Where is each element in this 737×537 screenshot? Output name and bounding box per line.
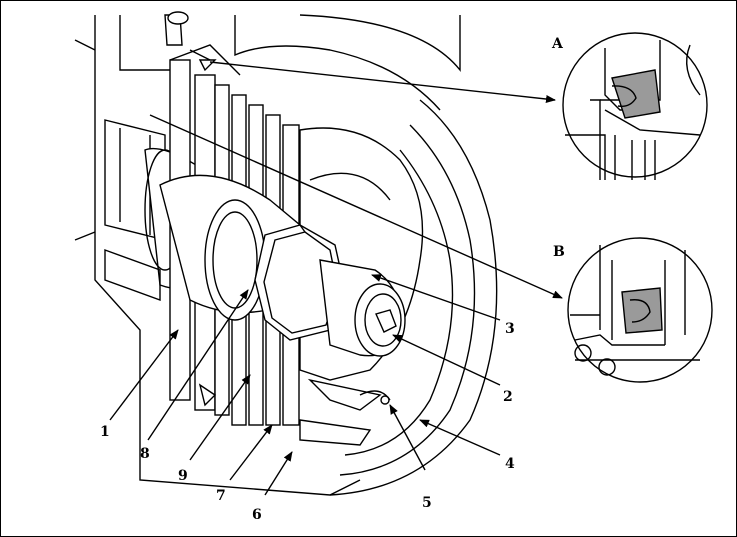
callout-6: 6 [252,507,262,523]
detail-b [567,237,713,383]
detail-label-b: B [553,244,565,260]
arrow-to-b [149,114,563,299]
callout-3: 3 [505,321,515,337]
housing [74,14,498,496]
leader-9 [189,374,251,461]
leader-7 [229,424,273,481]
leader-6 [264,451,293,496]
detail-arrows [149,61,563,299]
leader-1 [109,329,179,421]
leader-4 [419,419,501,456]
leader-5 [389,404,426,471]
leaders [109,274,501,496]
leader-2 [392,334,501,386]
detail-label-a: A [551,36,564,52]
callout-1: 1 [100,424,110,440]
seal-b [621,287,663,334]
callout-9: 9 [178,468,188,484]
leader-8 [147,289,249,441]
leader-3 [371,274,501,321]
arrow-to-a [209,61,556,103]
top-pin [164,11,189,46]
callout-7: 7 [216,488,226,504]
callout-4: 4 [505,456,515,472]
callout-5: 5 [422,495,432,511]
detail-a [562,32,708,180]
callout-2: 2 [503,389,513,405]
callout-labels: 1 2 3 4 5 6 7 8 9 A B [100,36,565,523]
callout-8: 8 [140,446,150,462]
